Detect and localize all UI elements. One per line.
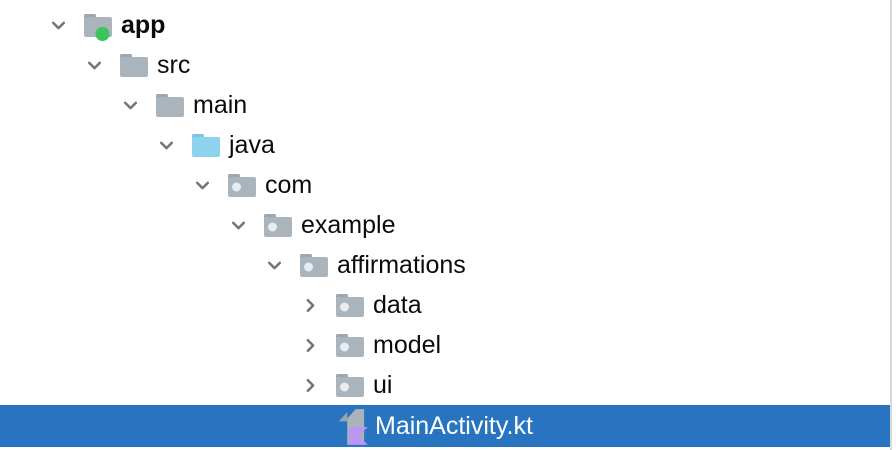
- package-icon: [228, 171, 256, 199]
- tree-item-label: app: [121, 10, 166, 39]
- chevron-down-icon[interactable]: [156, 135, 176, 155]
- package-icon: [264, 211, 292, 239]
- tree-item-label: data: [373, 290, 422, 319]
- chevron-right-icon[interactable]: [300, 375, 320, 395]
- tree-row-main[interactable]: main: [0, 85, 890, 125]
- package-icon: [336, 371, 364, 399]
- source-folder-icon: [192, 131, 220, 159]
- tree-row-ui[interactable]: ui: [0, 365, 890, 405]
- package-icon: [336, 291, 364, 319]
- folder-icon: [120, 51, 148, 79]
- tree-item-label: src: [157, 50, 191, 79]
- chevron-down-icon[interactable]: [228, 215, 248, 235]
- chevron-down-icon[interactable]: [192, 175, 212, 195]
- chevron-down-icon[interactable]: [84, 55, 104, 75]
- tree-row-data[interactable]: data: [0, 285, 890, 325]
- tree-item-label: MainActivity.kt: [375, 411, 533, 440]
- folder-icon: [156, 91, 184, 119]
- chevron-down-icon[interactable]: [48, 15, 68, 35]
- chevron-down-icon[interactable]: [264, 255, 284, 275]
- tree-item-label: main: [193, 90, 248, 119]
- tree-row-src[interactable]: src: [0, 45, 890, 85]
- tree-row-app[interactable]: app: [0, 5, 890, 45]
- tree-item-label: example: [301, 210, 396, 239]
- tree-item-label: java: [229, 130, 275, 159]
- tree-row-model[interactable]: model: [0, 325, 890, 365]
- tree-item-label: affirmations: [337, 250, 466, 279]
- chevron-right-icon[interactable]: [300, 295, 320, 315]
- panel-right-border: [890, 0, 892, 450]
- tree-row-mainactivity-kt[interactable]: MainActivity.kt: [0, 405, 890, 447]
- android-module-folder-icon: [84, 11, 112, 41]
- chevron-down-icon[interactable]: [120, 95, 140, 115]
- tree-row-example[interactable]: example: [0, 205, 890, 245]
- tree-item-label: ui: [373, 370, 393, 399]
- tree-row-java[interactable]: java: [0, 125, 890, 165]
- tree-item-label: com: [265, 170, 313, 199]
- chevron-right-icon[interactable]: [300, 335, 320, 355]
- package-icon: [336, 331, 364, 359]
- tree-row-affirmations[interactable]: affirmations: [0, 245, 890, 285]
- tree-row-com[interactable]: com: [0, 165, 890, 205]
- kotlin-file-icon: [336, 407, 368, 445]
- package-icon: [300, 251, 328, 279]
- tree-item-label: model: [373, 330, 442, 359]
